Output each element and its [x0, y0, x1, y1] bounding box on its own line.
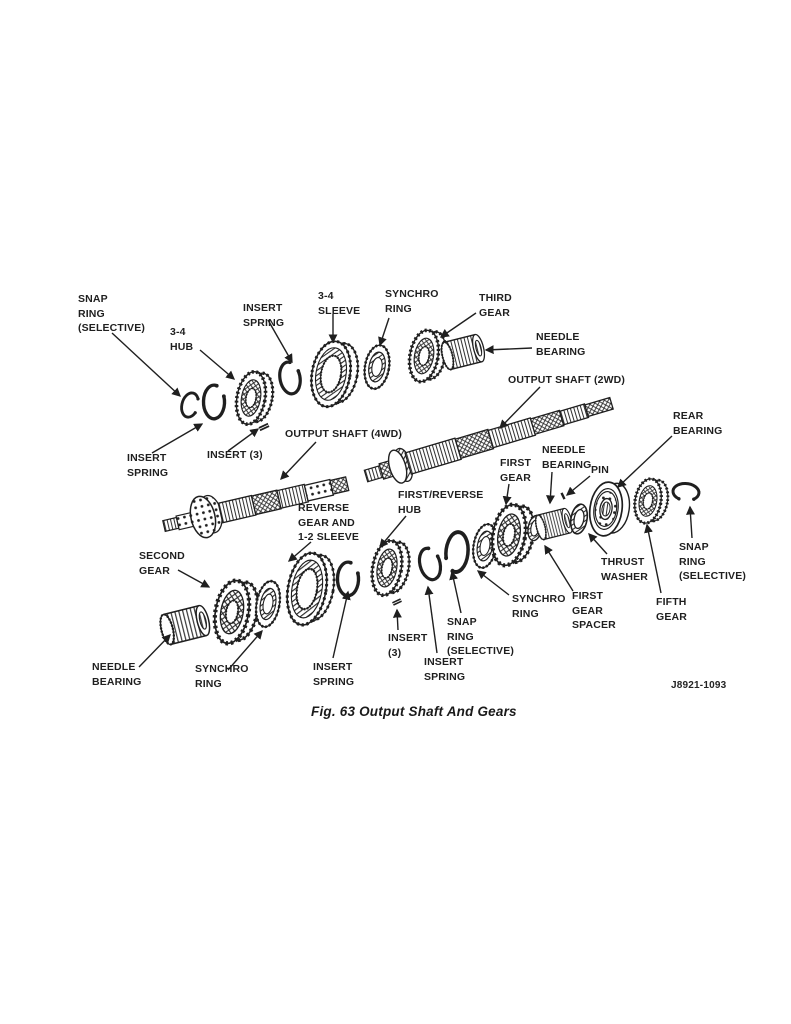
label-second-gear: SECOND GEAR	[139, 550, 185, 577]
part-synchro-ring-bottom	[251, 577, 285, 631]
part-3-4-hub	[230, 367, 279, 430]
label-third-gear: THIRD GEAR	[479, 292, 512, 319]
label-needle-bearing-bottom: NEEDLE BEARING	[92, 661, 142, 688]
label-insert-spring-bottom-left: INSERT SPRING	[313, 661, 355, 688]
label-pin: PIN	[591, 464, 609, 476]
part-output-shaft-4wd	[162, 476, 350, 539]
part-insert-spring-bottom-mid	[414, 542, 447, 584]
part-insert-spring-top-right	[275, 357, 306, 398]
label-reverse-gear-1-2-sleeve: REVERSE GEAR AND 1-2 SLEEVE	[298, 502, 360, 543]
label-insert-spring-top: INSERT SPRING	[243, 302, 285, 329]
label-needle-bearing-right: NEEDLE BEARING	[542, 444, 592, 471]
label-thrust-washer: THRUST WASHER	[601, 556, 648, 583]
label-first-gear: FIRST GEAR	[500, 457, 532, 484]
part-needle-bearing-right	[532, 506, 576, 542]
part-insert-top	[258, 422, 270, 432]
label-output-shaft-4wd: OUTPUT SHAFT (4WD)	[285, 428, 403, 440]
label-snap-ring-selective-right: SNAP RING (SELECTIVE)	[679, 541, 746, 582]
part-first-reverse-hub	[366, 536, 415, 601]
label-insert-3-bottom: INSERT (3)	[388, 632, 428, 659]
part-pin	[560, 492, 566, 500]
label-synchro-ring-top: SYNCHRO RING	[385, 288, 439, 315]
part-output-shaft-2wd	[363, 396, 614, 484]
label-insert-3-top: INSERT (3)	[207, 449, 263, 461]
part-insert-spring-top-left	[201, 382, 228, 421]
label-snap-ring-selective-top: SNAP RING (SELECTIVE)	[78, 293, 145, 334]
leader-arrows	[111, 312, 695, 671]
part-snap-ring-selective-bottom	[440, 529, 472, 577]
label-3-4-sleeve: 3-4 SLEEVE	[318, 290, 361, 317]
label-snap-ring-selective-bottom: SNAP RING (SELECTIVE)	[447, 616, 514, 657]
figure-part-number: J8921-1093	[671, 680, 727, 691]
label-first-reverse-hub: FIRST/REVERSE HUB	[398, 489, 484, 516]
label-synchro-ring-bottom: SYNCHRO RING	[195, 663, 249, 690]
part-synchro-ring-top	[360, 341, 394, 393]
part-snap-ring-selective-right	[670, 480, 702, 504]
label-fifth-gear: FIFTH GEAR	[656, 596, 687, 623]
label-needle-bearing-top: NEEDLE BEARING	[536, 331, 586, 358]
label-3-4-hub: 3-4 HUB	[170, 326, 194, 353]
part-snap-ring-selective-top	[177, 389, 203, 421]
part-insert-spring-bottom-left	[335, 559, 362, 598]
part-insert-bottom	[392, 598, 402, 606]
figure-caption: Fig. 63 Output Shaft And Gears	[311, 704, 517, 719]
label-insert-spring-left: INSERT SPRING	[127, 452, 169, 479]
label-rear-bearing: REAR BEARING	[673, 410, 723, 437]
label-output-shaft-2wd: OUTPUT SHAFT (2WD)	[508, 374, 626, 386]
part-second-gear	[210, 578, 262, 648]
label-insert-spring-bottom-mid: INSERT SPRING	[424, 656, 466, 683]
part-fifth-gear	[629, 475, 673, 529]
label-first-gear-spacer: FIRST GEAR SPACER	[572, 590, 616, 631]
part-rear-bearing	[585, 479, 634, 540]
part-reverse-gear-1-2-sleeve	[280, 548, 341, 631]
part-needle-bearing-top	[438, 332, 488, 372]
part-3-4-sleeve	[305, 336, 364, 413]
label-synchro-ring-right: SYNCHRO RING	[512, 593, 566, 620]
part-thrust-washer	[567, 502, 591, 536]
